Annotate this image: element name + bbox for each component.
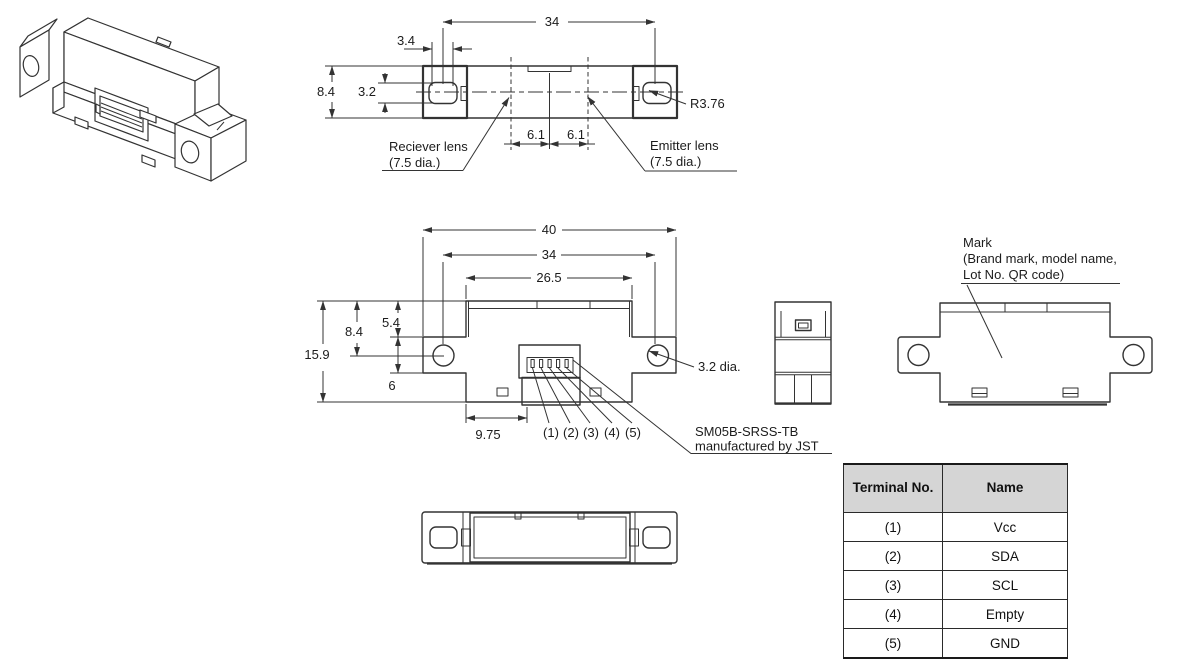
receiver-lens-shape xyxy=(428,81,458,105)
dim-label: 26.5 xyxy=(536,270,561,285)
name-header: Name xyxy=(942,463,1068,513)
right-mounting-hole xyxy=(1122,343,1145,367)
dim-label: 6 xyxy=(388,378,395,393)
iso-right-block xyxy=(174,103,247,182)
dim-label: 6.1 xyxy=(567,127,585,142)
connector-pins xyxy=(530,359,569,368)
iso-left-tab xyxy=(19,18,58,98)
top-view-dimensions: 34 3.4 8.4 3.2 6.1 6.1 R3.76 xyxy=(317,14,725,147)
back-view-drawing: Mark (Brand mark, model name, Lot No. QR… xyxy=(897,235,1153,406)
front-view-outline xyxy=(422,300,677,406)
terminal-name-cell: SCL xyxy=(942,570,1068,600)
table-row: (4) Empty xyxy=(843,599,1068,629)
connector-body xyxy=(518,344,581,379)
top-view-body xyxy=(416,57,684,150)
svg-text:Lot No. QR code): Lot No. QR code) xyxy=(963,267,1064,282)
front-view-drawing: 40 34 26.5 15.9 8.4 5.4 6 9.75 3.2 dia. … xyxy=(304,222,832,454)
table-row: (2) SDA xyxy=(843,541,1068,571)
side-view-drawing xyxy=(774,301,832,405)
dim-label: 15.9 xyxy=(304,347,329,362)
emitter-lens-shape xyxy=(642,81,672,105)
svg-text:Mark: Mark xyxy=(963,235,992,250)
dim-label: 40 xyxy=(542,222,556,237)
bottom-view-drawing xyxy=(421,511,678,565)
terminal-no-cell: (5) xyxy=(843,628,943,659)
pin-label: (2) xyxy=(563,425,579,440)
pin-callouts: (1) (2) (3) (4) (5) xyxy=(532,367,641,440)
dim-label: 8.4 xyxy=(345,324,363,339)
terminal-no-cell: (1) xyxy=(843,512,943,542)
svg-text:Reciever lens: Reciever lens xyxy=(389,139,468,154)
svg-text:(7.5 dia.): (7.5 dia.) xyxy=(389,155,440,170)
right-foot xyxy=(589,387,602,397)
side-slot xyxy=(794,319,812,332)
mark-callout: Mark (Brand mark, model name, Lot No. QR… xyxy=(961,235,1120,359)
bottom-recess xyxy=(469,512,631,563)
terminal-name-cell: Vcc xyxy=(942,512,1068,542)
dim-label: 3.4 xyxy=(397,33,415,48)
terminal-no-cell: (3) xyxy=(843,570,943,600)
right-mounting-hole xyxy=(646,344,670,367)
radius-label: R3.76 xyxy=(690,96,725,111)
iso-small-slots xyxy=(74,36,172,168)
left-foot xyxy=(496,387,509,397)
svg-text:Emitter lens: Emitter lens xyxy=(650,138,719,153)
pin-label: (4) xyxy=(604,425,620,440)
svg-text:manufactured by JST: manufactured by JST xyxy=(695,439,819,454)
connector-callout: SM05B-SRSS-TB manufactured by JST xyxy=(572,359,832,454)
table-row: (1) Vcc xyxy=(843,512,1068,542)
emitter-lens-callout: Emitter lens (7.5 dia.) xyxy=(587,96,737,172)
top-view-extension-lines xyxy=(325,28,656,119)
terminal-table: Terminal No. Name (1) Vcc (2) SDA (3) SC… xyxy=(843,463,1068,659)
dim-label: 5.4 xyxy=(382,315,400,330)
dim-label: 8.4 xyxy=(317,84,335,99)
terminal-no-cell: (2) xyxy=(843,541,943,571)
iso-connector-recess xyxy=(94,87,149,142)
pin-label: (3) xyxy=(583,425,599,440)
hole-diameter-label: 3.2 dia. xyxy=(698,359,741,374)
pin-label: (1) xyxy=(543,425,559,440)
terminal-no-cell: (4) xyxy=(843,599,943,629)
svg-text:(Brand mark, model name,: (Brand mark, model name, xyxy=(963,251,1117,266)
terminal-name-cell: Empty xyxy=(942,599,1068,629)
front-view-dimensions: 40 34 26.5 15.9 8.4 5.4 6 9.75 3.2 dia. xyxy=(304,222,740,442)
terminal-no-header: Terminal No. xyxy=(843,463,943,513)
top-notch xyxy=(527,66,572,72)
isometric-view xyxy=(19,17,247,182)
table-row: (3) SCL xyxy=(843,570,1068,600)
svg-text:(7.5 dia.): (7.5 dia.) xyxy=(650,154,701,169)
dim-label: 9.75 xyxy=(475,427,500,442)
dim-label: 3.2 xyxy=(358,84,376,99)
pin-label: (5) xyxy=(625,425,641,440)
table-row: (5) GND xyxy=(843,628,1068,659)
top-view-drawing: 34 3.4 8.4 3.2 6.1 6.1 R3.76 Reciever le… xyxy=(317,14,737,172)
receiver-lens-callout: Reciever lens (7.5 dia.) xyxy=(382,97,510,171)
left-mounting-hole xyxy=(907,343,930,367)
feet xyxy=(971,387,1079,398)
receiver-lens-hole xyxy=(429,526,458,549)
iso-square-hole xyxy=(193,103,233,127)
left-mounting-hole xyxy=(432,344,455,367)
table-header-row: Terminal No. Name xyxy=(843,463,1068,513)
dim-label: 34 xyxy=(545,14,559,29)
terminal-name-cell: SDA xyxy=(942,541,1068,571)
terminal-name-cell: GND xyxy=(942,628,1068,659)
emitter-lens-hole xyxy=(642,526,671,549)
dim-label: 6.1 xyxy=(527,127,545,142)
dim-label: 34 xyxy=(542,247,556,262)
iso-right-hole xyxy=(180,140,200,164)
iso-left-hole xyxy=(22,55,40,77)
svg-text:SM05B-SRSS-TB: SM05B-SRSS-TB xyxy=(695,424,798,439)
